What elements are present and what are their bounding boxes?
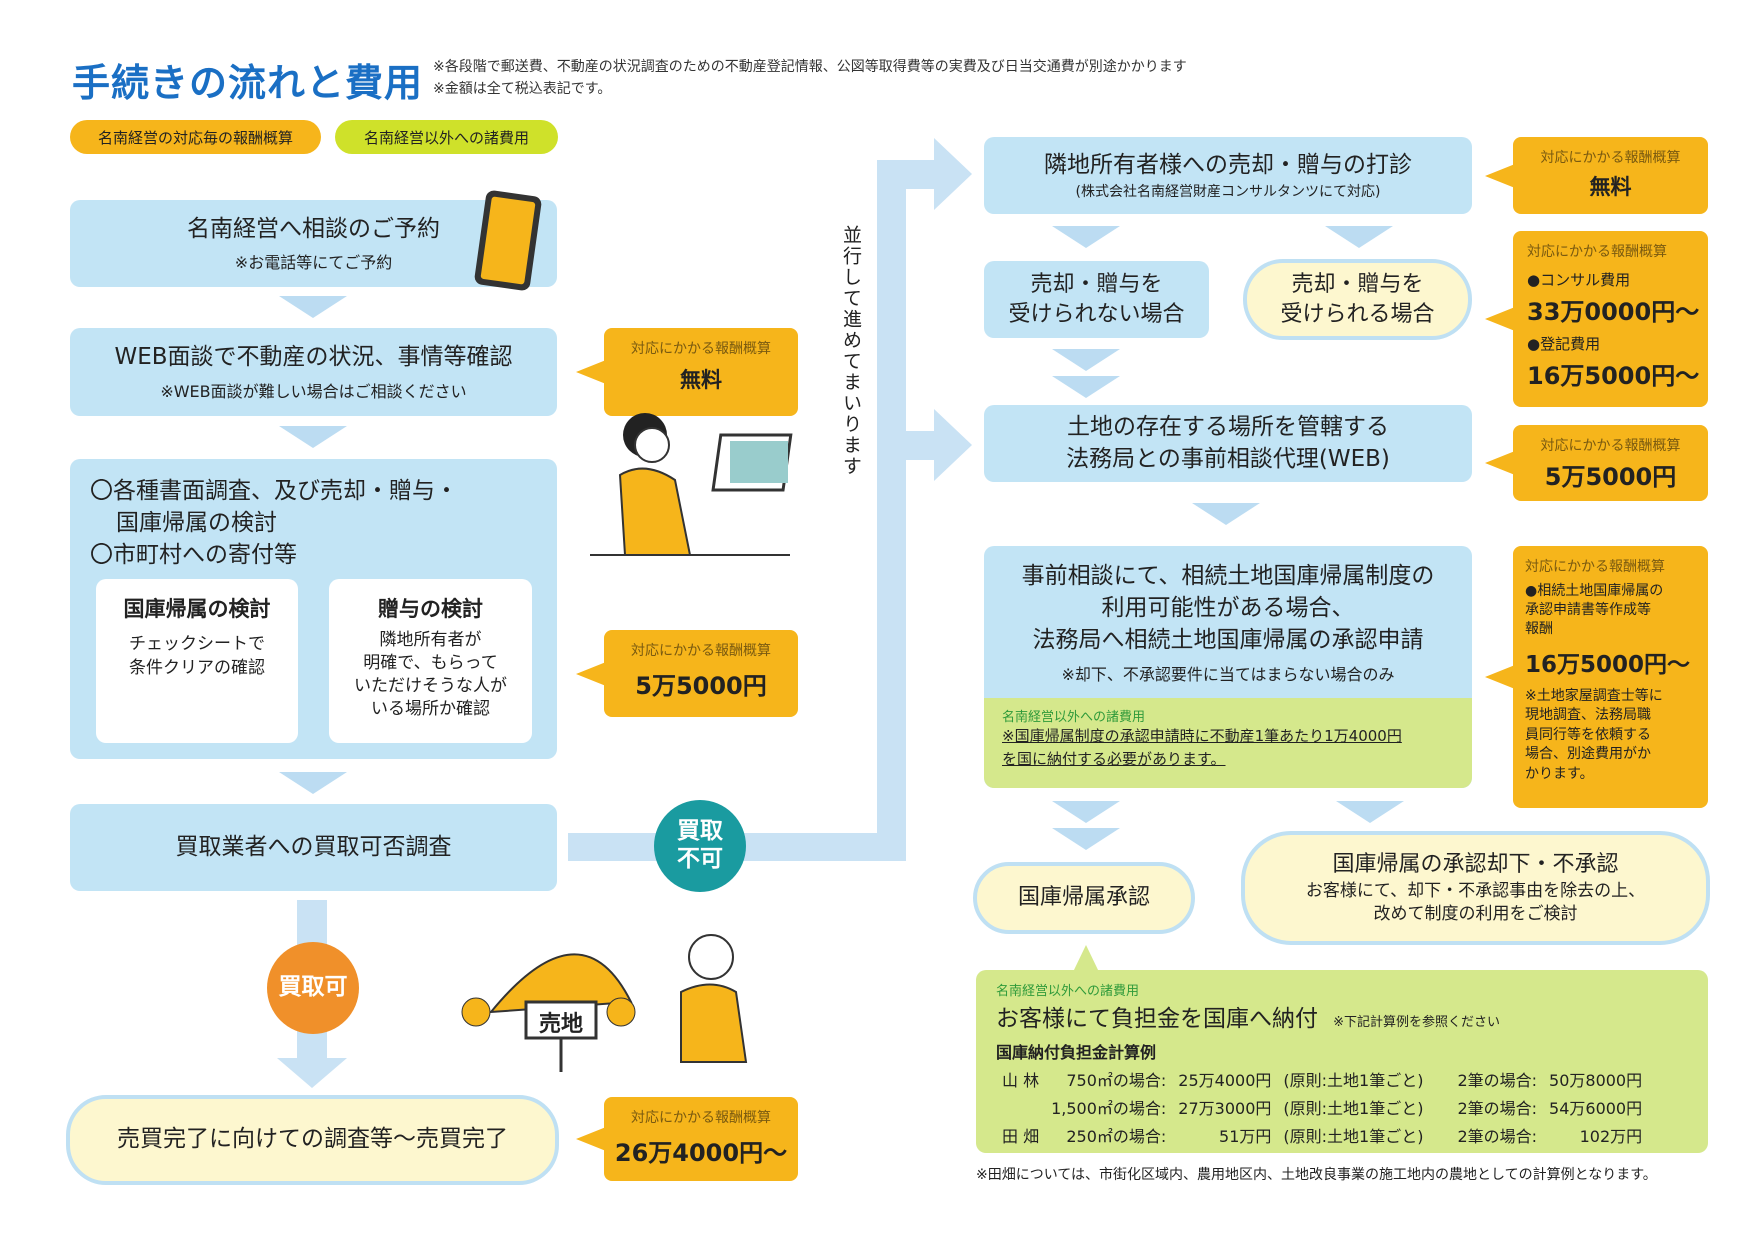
case-not-accepted: 売却・贈与を 受けられない場合 [984, 261, 1209, 338]
calc-amount: 27万3000円 [1178, 1099, 1272, 1118]
step-web-interview: WEB面談で不動産の状況、事情等確認※WEB面談が難しい場合はご相談ください [70, 328, 557, 416]
calc-amount: 51万円 [1219, 1127, 1272, 1146]
arrow-down-icon [1192, 503, 1260, 525]
step-neighbor-offer: 隣地所有者様への売却・贈与の打診(株式会社名南経営財産コンサルタンツにて対応) [984, 137, 1472, 214]
calc-type: 山 林 [1002, 1071, 1040, 1090]
header-note-1: ※各段階で郵送費、不動産の状況調査のための不動産登記情報、公図等取得費等の実費及… [433, 59, 1187, 75]
step-legal-bureau-consult: 土地の存在する場所を管轄する 法務局との事前相談代理(WEB) [984, 405, 1472, 482]
case-accepted: 売却・贈与を 受けられる場合 [1243, 259, 1472, 340]
header-note-2: ※金額は全て税込表記です。 [433, 81, 612, 97]
arrow-right-icon [934, 138, 972, 210]
other-costs-section: 名南経営以外への諸費用※国庫帰属制度の承認申請時に不動産1筆あたり1万4000円… [984, 698, 1472, 788]
card-gift-review: 贈与の検討隣地所有者が 明確で、もらって いただけそうな人が いる場所か確認 [329, 579, 532, 743]
calc-amount: 25万4000円 [1178, 1071, 1272, 1090]
arrow-down-icon [1052, 349, 1120, 371]
arrow-down-icon [279, 772, 347, 794]
calc-row: 山 林 750㎡の場合: 25万4000円 (原則:土地1筆ごと) 2筆の場合: 50万8… [996, 1065, 1648, 1093]
parallel-label: 並行して進めてまいります [840, 225, 862, 477]
result-rejected: 国庫帰属の承認却下・不承認お客様にて、却下・不承認事由を除去の上、 改めて制度の… [1241, 831, 1710, 945]
badge-purchase-possible: 買取可 [267, 942, 359, 1034]
arrow-down-icon [279, 296, 347, 318]
pointer [1073, 945, 1099, 972]
calc-type: 田 畑 [1002, 1127, 1040, 1146]
web-meeting-illustration-icon [590, 413, 793, 556]
calc-rule: (原則:土地1筆ごと) [1283, 1127, 1424, 1146]
calc-row: 1,500㎡の場合: 27万3000円 (原則:土地1筆ごと) 2筆の場合: 54万60… [996, 1093, 1648, 1121]
fee-tag: 対応にかかる報酬概算無料 [1485, 137, 1708, 214]
card-national-treasury: 国庫帰属の検討チェックシートで 条件クリアの確認 [96, 579, 298, 743]
calc-two: 2筆の場合: [1457, 1071, 1538, 1090]
calc-row: 田 畑 250㎡の場合: 51万円 (原則:土地1筆ごと) 2筆の場合: 102万円 [996, 1121, 1648, 1149]
calc-table: 山 林 750㎡の場合: 25万4000円 (原則:土地1筆ごと) 2筆の場合: 50万8… [996, 1065, 1648, 1149]
calc-area: 250㎡の場合: [1066, 1127, 1167, 1146]
sign-text: 売地 [538, 1012, 583, 1037]
arrow-down-icon [1336, 801, 1404, 823]
legend-fee: 名南経営の対応毎の報酬概算 [70, 120, 321, 154]
arrow-down-icon [1052, 828, 1120, 850]
connector [877, 431, 937, 460]
calc-rule: (原則:土地1筆ごと) [1283, 1099, 1424, 1118]
arrow-down-icon [1052, 801, 1120, 823]
arrow-down-icon [1325, 226, 1393, 248]
land-for-sale-illustration-icon [461, 934, 748, 1072]
step-sale-complete: 売買完了に向けての調査等～売買完了 [66, 1095, 559, 1185]
arrow-down-icon [1052, 226, 1120, 248]
calc-area: 1,500㎡の場合: [1051, 1099, 1167, 1118]
calc-type [996, 1093, 1045, 1121]
arrow-down-icon [277, 1058, 347, 1088]
calc-two: 2筆の場合: [1457, 1127, 1538, 1146]
page-title: 手続きの流れと費用 [72, 61, 424, 105]
badge-purchase-not-possible: 買取 不可 [654, 800, 746, 892]
connector [877, 160, 937, 189]
calc-two: 2筆の場合: [1457, 1099, 1538, 1118]
arrow-right-icon [934, 409, 972, 481]
result-approved: 国庫帰属承認 [973, 862, 1195, 934]
arrow-down-icon [279, 426, 347, 448]
calc-two_amount: 54万6000円 [1549, 1099, 1643, 1118]
fee-tag: 対応にかかる報酬概算無料 [576, 328, 798, 416]
national-treasury-payment: 名南経営以外への諸費用 お客様にて負担金を国庫へ納付 ※下記計算例を参照ください… [976, 970, 1708, 1153]
calc-area: 750㎡の場合: [1066, 1071, 1167, 1090]
calc-two_amount: 50万8000円 [1549, 1071, 1643, 1090]
step-approval-application: 事前相談にて、相続土地国庫帰属制度の 利用可能性がある場合、 法務局へ相続土地国… [984, 546, 1472, 788]
legend-other-costs: 名南経営以外への諸費用 [335, 120, 558, 154]
step-buyer-check: 買取業者への買取可否調査 [70, 804, 557, 891]
footnote: ※田畑については、市街化区域内、農用地区内、土地改良事業の施工地内の農地としての… [976, 1167, 1657, 1183]
connector [877, 160, 906, 861]
arrow-down-icon [1052, 376, 1120, 398]
calc-rule: (原則:土地1筆ごと) [1283, 1071, 1424, 1090]
calc-two_amount: 102万円 [1579, 1127, 1643, 1146]
